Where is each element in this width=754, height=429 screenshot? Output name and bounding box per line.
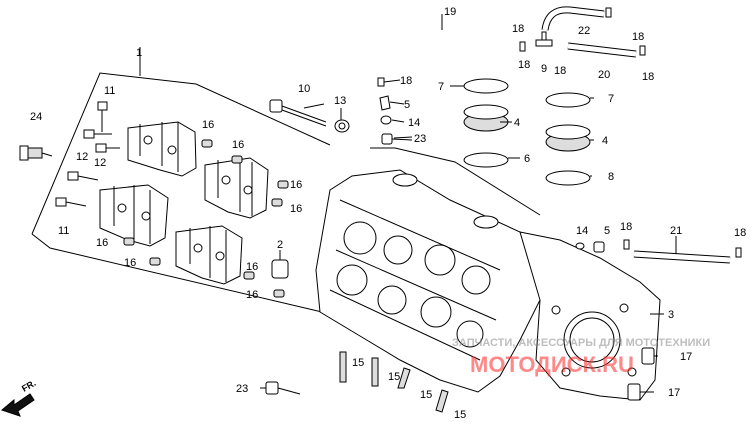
callout-5-upper: 5 (404, 99, 410, 111)
callout-3: 3 (668, 309, 674, 321)
bolt-10 (269, 99, 327, 127)
head-gasket-3 (519, 231, 661, 401)
callout-18-e: 18 (632, 31, 644, 43)
callout-13: 13 (334, 95, 346, 107)
callout-4-left: 4 (514, 117, 520, 129)
callout-18-f: 18 (642, 71, 654, 83)
callout-9: 9 (541, 63, 547, 75)
callout-15-c: 15 (420, 389, 432, 401)
callout-8: 8 (608, 171, 614, 183)
callout-7-left: 7 (438, 81, 444, 93)
callout-22: 22 (578, 25, 590, 37)
rocker-arm-holder-upper-right (204, 157, 269, 219)
callout-16-f: 16 (124, 257, 136, 269)
callout-15-a: 15 (352, 357, 364, 369)
callout-21: 21 (670, 225, 682, 237)
washer-13 (334, 119, 350, 133)
rocker-arm-holder-lower-right (175, 225, 243, 285)
bolt-12-b (95, 143, 120, 153)
bolt-23-lower (265, 381, 301, 395)
bolt-23-upper (381, 133, 413, 145)
callout-1: 1 (136, 47, 142, 59)
clips-18 (377, 7, 742, 258)
callout-11-lower: 11 (58, 225, 69, 237)
joint-9 (535, 31, 553, 47)
bolt-11-lower (55, 197, 87, 207)
callout-15-d: 15 (454, 409, 466, 421)
callout-14-lower: 14 (576, 225, 588, 237)
rocker-arm-holder-upper-left (127, 121, 197, 177)
group-frame-right (370, 147, 541, 216)
callout-16-d: 16 (290, 203, 302, 215)
bands-and-insulators (463, 78, 591, 186)
callout-15-b: 15 (388, 371, 400, 383)
callout-14-upper: 14 (408, 117, 420, 129)
hose-19 (370, 27, 513, 71)
spark-plug-24 (19, 145, 53, 161)
bolt-11-upper (97, 101, 108, 132)
hose-22 (541, 6, 605, 31)
callout-16-b: 16 (232, 139, 244, 151)
callout-19: 19 (444, 6, 456, 18)
callout-18-d: 18 (400, 75, 412, 87)
watermark-line2: МОТОДИСК.RU (470, 352, 634, 377)
callout-12-left: 12 (76, 151, 88, 163)
callout-16-a: 16 (202, 119, 214, 131)
callout-4-right: 4 (602, 135, 608, 147)
callout-16-h: 16 (246, 289, 258, 301)
callout-17-upper: 17 (680, 351, 692, 363)
callout-23-lower: 23 (236, 383, 248, 395)
washer-14-upper (380, 115, 392, 125)
hose-20 (567, 42, 637, 58)
joint-5-lower (575, 241, 605, 253)
bolt-11-mid (67, 171, 99, 181)
callout-23-upper: 23 (414, 133, 426, 145)
joint-5-upper (379, 95, 391, 111)
rocker-arm-holder-lower-left (99, 184, 169, 247)
callout-2: 2 (277, 239, 283, 251)
direction-label: FR. (20, 378, 38, 394)
callout-16-e: 16 (96, 237, 108, 249)
callout-10: 10 (298, 83, 310, 95)
hose-21 (633, 250, 731, 264)
callout-18-g: 18 (620, 221, 632, 233)
callout-6: 6 (524, 153, 530, 165)
front-direction-arrow: FR. (0, 378, 38, 417)
callout-16-g: 16 (246, 261, 258, 273)
watermark: ЗАПЧАСТИ, АКСЕССУАРЫ ДЛЯ МОТОТЕХНИКИ МОТ… (452, 337, 710, 377)
callout-18-c: 18 (554, 65, 566, 77)
callout-16-c: 16 (290, 179, 302, 191)
group-frame-left (31, 47, 331, 313)
callout-18-h: 18 (734, 227, 746, 239)
callout-5-lower: 5 (604, 225, 610, 237)
callout-7-right: 7 (608, 93, 614, 105)
callout-18-a: 18 (512, 23, 524, 35)
callout-18-b: 18 (518, 59, 530, 71)
callout-17-lower: 17 (668, 387, 680, 399)
cylinder-head (315, 169, 549, 393)
callout-11-upper: 11 (104, 85, 115, 97)
studs-15 (339, 351, 449, 413)
oil-orifice-2 (271, 259, 289, 279)
callout-20: 20 (598, 69, 610, 81)
dowel-pins-16 (123, 139, 289, 298)
bolt-12-a (83, 129, 112, 139)
leader-lines (260, 14, 677, 393)
callout-numbers: 1 2 3 4 4 5 5 6 7 7 8 9 10 11 11 12 12 1… (30, 6, 746, 421)
callout-12-right: 12 (94, 157, 106, 169)
callout-24: 24 (30, 111, 42, 123)
watermark-line1: ЗАПЧАСТИ, АКСЕССУАРЫ ДЛЯ МОТОТЕХНИКИ (452, 337, 710, 349)
